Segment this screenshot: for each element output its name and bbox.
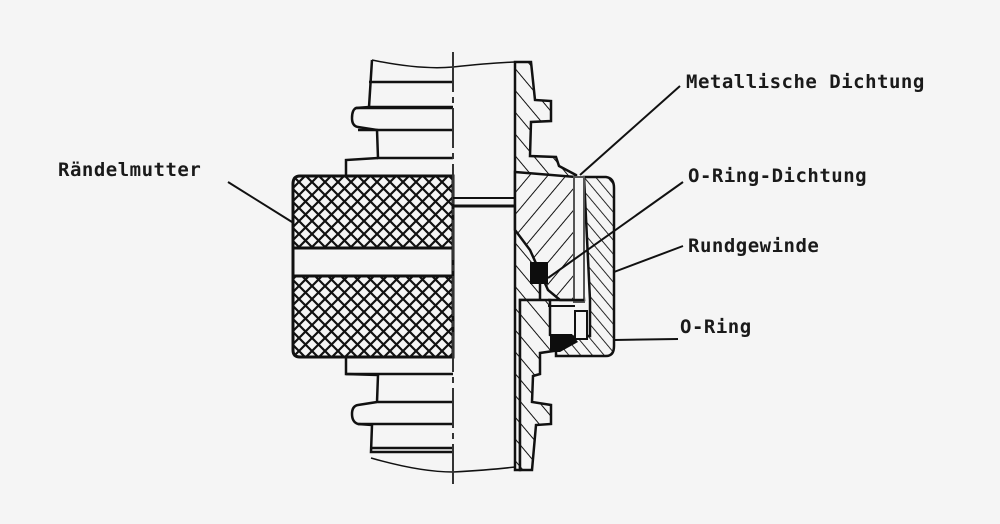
label-raendelmutter: Rändelmutter	[58, 159, 202, 181]
knurled-nut	[291, 174, 455, 359]
o-ring-black	[550, 334, 578, 352]
leader-lines	[227, 85, 684, 341]
break-line-bottom	[370, 457, 516, 473]
leader-o-ring-dichtung	[547, 181, 684, 279]
leader-o-ring	[613, 338, 679, 341]
label-rundgewinde: Rundgewinde	[688, 235, 820, 257]
label-metallische-dichtung: Metallische Dichtung	[686, 71, 925, 93]
leader-metallische-dichtung	[579, 85, 681, 176]
label-o-ring: O-Ring	[680, 316, 752, 338]
leader-rundgewinde	[613, 245, 684, 273]
leader-raendelmutter	[227, 181, 293, 223]
label-o-ring-dichtung: O-Ring-Dichtung	[688, 165, 868, 187]
metal-gasket	[573, 176, 585, 303]
o-ring-seal-black	[530, 262, 548, 284]
break-line-top	[371, 59, 516, 69]
bore-line	[453, 197, 515, 208]
